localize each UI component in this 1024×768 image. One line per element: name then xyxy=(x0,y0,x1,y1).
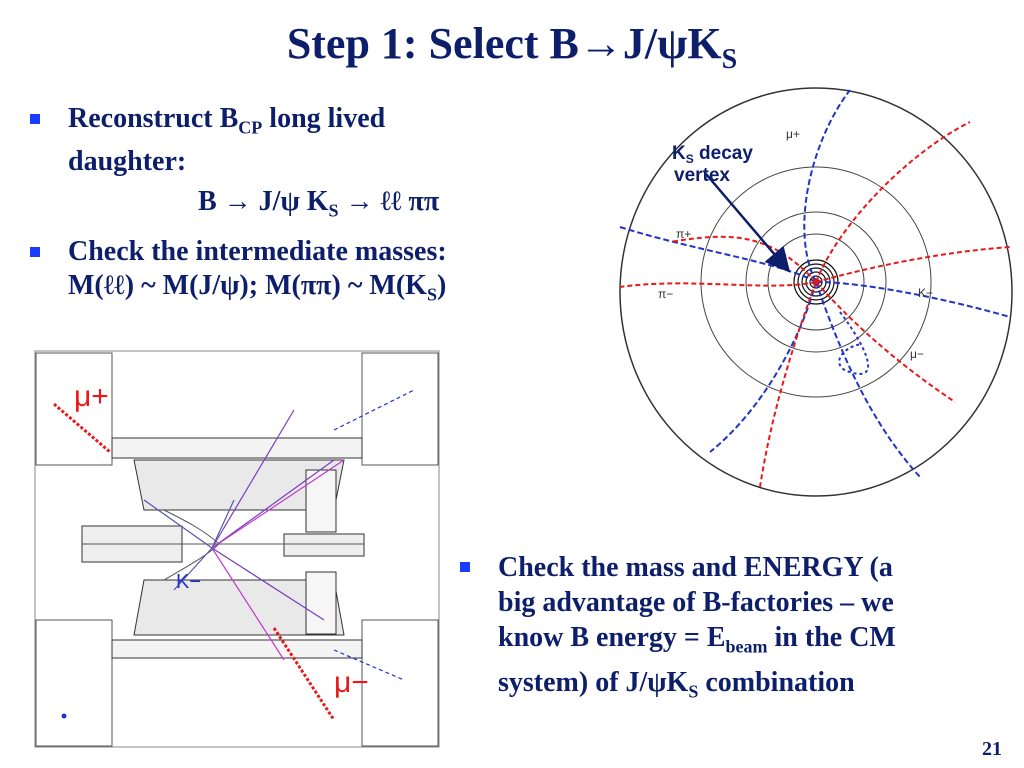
bullet-text: Check the intermediate masses: xyxy=(68,236,447,268)
iron-block-bottom-left xyxy=(35,619,113,747)
solenoid-top xyxy=(111,437,363,459)
mu-minus-label: μ− xyxy=(910,347,924,361)
bullet-sub: beam xyxy=(725,636,768,657)
tracks xyxy=(619,89,1011,488)
drift-chamber-outer xyxy=(700,166,932,398)
detector-tracks xyxy=(53,389,415,721)
bullet-text: Check the mass and ENERGY (a xyxy=(498,552,893,583)
iron-block-top-right xyxy=(361,352,439,466)
hit-dot xyxy=(61,713,67,719)
calorimeter-bottom xyxy=(133,579,345,636)
right-bullet: Check the mass and ENERGY (a big advanta… xyxy=(460,550,1006,709)
bullet-text: know B energy = E xyxy=(498,622,726,653)
bullet-text: long lived xyxy=(262,103,386,134)
vertex-arrow xyxy=(705,173,791,273)
bullet-text: Reconstruct B xyxy=(68,103,239,134)
formula-text: B → J/ψ K xyxy=(198,185,329,217)
solenoid-bottom xyxy=(111,639,363,659)
detector-mu-plus: μ+ xyxy=(74,380,109,413)
ks-decay-label: KS decay xyxy=(672,143,753,166)
title-prefix: Step 1: Select B xyxy=(286,19,579,68)
decay-formula: B → J/ψ KS → ℓℓ ππ xyxy=(30,185,550,228)
bullet-marker xyxy=(30,114,40,124)
endcap-bottom xyxy=(305,571,337,635)
left-bullet-list: Reconstruct BCP long lived daughter: B →… xyxy=(30,102,550,312)
bullet-text: big advantage of B-factories – we xyxy=(498,587,894,618)
bullet-masses: Check the intermediate masses: M(ℓℓ) ~ M… xyxy=(30,235,550,312)
formula-text: → ℓℓ ππ xyxy=(338,185,440,217)
pi-plus-label: π+ xyxy=(676,227,691,241)
title-mid: J/ψK xyxy=(622,19,722,68)
event-display-circle: KS decay vertex μ+ π+ π− K− μ− xyxy=(619,87,1013,497)
bullet-sub: CP xyxy=(238,117,263,138)
beam-pipe-right xyxy=(283,533,365,557)
page-number: 21 xyxy=(982,738,1002,760)
detector-mu-minus: μ− xyxy=(334,666,369,699)
slide-title: Step 1: Select B→J/ψKS xyxy=(0,18,1024,76)
title-sub: S xyxy=(721,43,738,75)
outer-detector-ring xyxy=(619,87,1013,497)
endcap-top xyxy=(305,469,337,533)
vertex-label: vertex xyxy=(674,165,730,186)
bullet-marker xyxy=(460,562,470,572)
bullet-text: daughter: xyxy=(68,145,187,177)
bullet-text: system) of J/ψK xyxy=(498,666,689,698)
bullet-marker xyxy=(30,247,40,258)
bullet-text: in the CM xyxy=(767,622,896,653)
detector-k-minus: K− xyxy=(176,571,201,593)
bullet-text: M(ℓℓ) ~ M(J/ψ); M(ππ) ~ M(K xyxy=(68,270,427,302)
bullet-text: ) xyxy=(436,270,447,302)
drift-chamber-inner xyxy=(745,211,887,353)
iron-block-bottom-right xyxy=(361,619,439,747)
iron-block-top-left xyxy=(35,352,113,466)
pi-minus-label: π− xyxy=(658,287,673,301)
title-arrow: → xyxy=(578,19,623,68)
right-bullet-body: Check the mass and ENERGY (a big advanta… xyxy=(466,550,1006,709)
bullet-reconstruct: Reconstruct BCP long lived daughter: xyxy=(30,102,550,179)
k-minus-label: K− xyxy=(918,286,933,300)
bullet-sub: S xyxy=(688,681,699,702)
mu-plus-label: μ+ xyxy=(786,127,800,141)
bullet-text: combination xyxy=(698,666,855,698)
formula-sub: S xyxy=(328,200,339,221)
detector-side-view: μ+ μ− K− xyxy=(34,350,440,748)
bullet-sub: S xyxy=(426,284,437,305)
vertex-detector-ring xyxy=(767,233,865,331)
detector-frame xyxy=(34,350,440,748)
